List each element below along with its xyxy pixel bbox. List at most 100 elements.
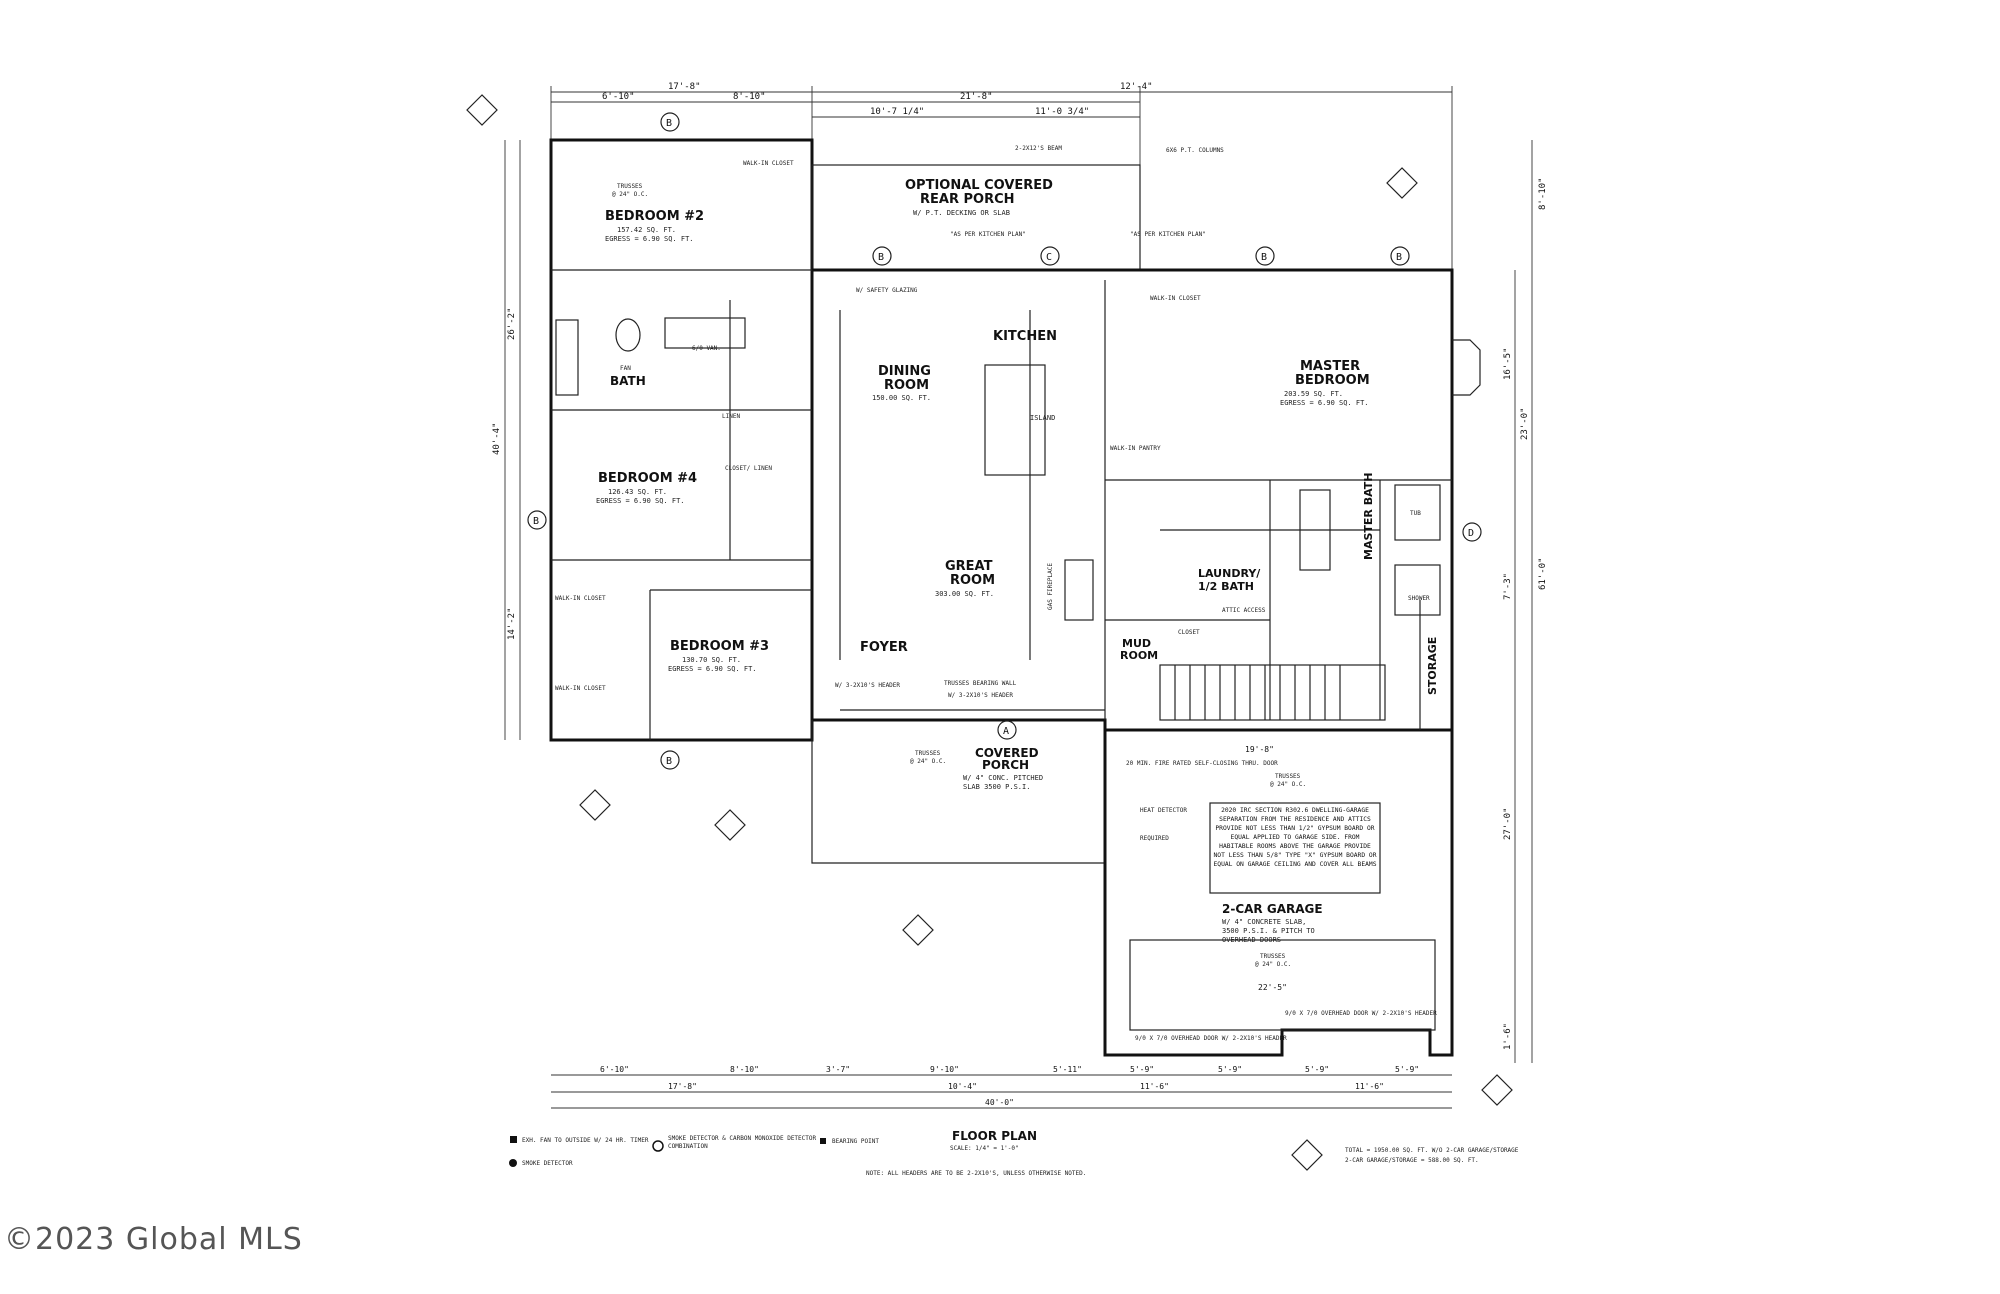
svg-text:B: B [666,756,672,767]
walk-in-closet-b3a: WALK-IN CLOSET [555,595,606,602]
master-tub [1394,484,1441,541]
legend: EXH. FAN TO OUTSIDE W/ 24 HR. TIMER SMOK… [509,1135,879,1167]
dim-bot-3-7: 3'-7" [826,1065,850,1074]
dim-bot-5-9b: 5'-9" [1218,1065,1242,1074]
bedroom2-egress: EGRESS = 6.90 SQ. FT. [605,235,694,243]
dim-right-7-3: 7'-3" [1503,573,1513,600]
bedroom2-name: BEDROOM #2 [605,209,704,224]
covered-porch-name1: COVERED [975,746,1039,760]
elevation-marker-bottom [1291,1139,1323,1171]
shower-label: SHOWER [1408,595,1430,602]
side-dimensions: 26'-2" 40'-4" 14'-2" 8'-10" 16'-5" 23'-0… [492,140,1548,1109]
stairs [1159,664,1386,721]
trusses-oc-porch: @ 24" O.C. [910,758,946,765]
dim-bot-5-9a: 5'-9" [1130,1065,1154,1074]
walk-in-closet-b3b: WALK-IN CLOSET [555,685,606,692]
bath-name: BATH [610,374,646,388]
great-room-name2: ROOM [950,573,995,588]
rear-porch-sub: W/ P.T. DECKING OR SLAB [913,209,1010,217]
legend-combo-symbol [652,1140,664,1152]
dining-area: 150.00 SQ. FT. [872,394,931,402]
section-b-top [660,112,680,132]
svg-text:B: B [533,516,539,527]
laundry-name1: LAUNDRY/ [1198,567,1261,580]
gas-fireplace-label: GAS FIREPLACE [1047,563,1054,610]
van-label: 6/0 VAN. [692,345,721,352]
dim-10-7: 10'-7 1/4" [870,107,924,117]
building-walls [549,138,1481,1057]
beam-label: 2-2X12'S BEAM [1015,145,1062,152]
section-a [997,720,1017,740]
walk-in-closet-b2: WALK-IN CLOSET [743,160,794,167]
overhead-door-left: 9/0 X 7/0 OVERHEAD DOOR W/ 2-2X10'S HEAD… [1135,1035,1287,1042]
svg-text:B: B [666,118,672,129]
bedroom4-egress: EGRESS = 6.90 SQ. FT. [596,497,685,505]
svg-text:B: B [1261,252,1267,263]
mud-room-name2: ROOM [1120,649,1158,662]
dim-bot-9-10: 9'-10" [930,1065,959,1074]
rear-porch-name2: REAR PORCH [920,192,1015,207]
trusses-garage1: TRUSSES [1275,773,1301,780]
garage-sub2: 3500 P.S.I. & PITCH TO [1222,927,1315,935]
plan-scale: SCALE: 1/4" = 1'-0" [950,1145,1019,1152]
covered-porch-name2: PORCH [982,758,1029,772]
elevation-marker-se [1481,1074,1513,1106]
header-3-label: W/ 3-2X10'S HEADER [835,682,900,689]
legend-smoke-text: SMOKE DETECTOR [522,1160,573,1167]
section-markers: B B C B B B D A B [466,94,1513,1171]
dim-bot-10-4: 10'-4" [948,1082,977,1091]
legend-fan-symbol [510,1136,517,1143]
tub-label: TUB [1410,510,1421,517]
garage-sub3: OVERHEAD DOORS [1222,936,1281,944]
heat-detector-label: HEAT DETECTOR [1140,807,1187,814]
legend-bearing-text: BEARING POINT [832,1138,879,1145]
dim-bot-5-11: 5'-11" [1053,1065,1082,1074]
master-bedroom-egress: EGRESS = 6.90 SQ. FT. [1280,399,1369,407]
linen-label: LINEN [722,413,740,420]
dim-top-right: 12'-4" [1120,82,1153,92]
dim-garage-22-5: 22'-5" [1258,983,1287,992]
dim-bot-11-6a: 11'-6" [1140,1082,1169,1091]
dim-right-23-0: 23'-0" [1520,407,1530,440]
svg-text:B: B [878,252,884,263]
plan-title: FLOOR PLAN [952,1129,1037,1143]
room-labels: BEDROOM #2 157.42 SQ. FT. EGRESS = 6.90 … [596,178,1439,944]
trusses-oc-garage2: @ 24" O.C. [1255,961,1291,968]
fire-door-label: 20 MIN. FIRE RATED SELF-CLOSING THRU. DO… [1126,760,1278,767]
section-d [1462,522,1482,542]
elevation-marker-nw [466,94,498,126]
bedroom3-name: BEDROOM #3 [670,639,769,654]
dim-right-8-10: 8'-10" [1538,177,1548,210]
master-shower [1394,564,1441,616]
storage-name: STORAGE [1426,637,1439,695]
master-vanity [1299,489,1331,571]
dim-bot-5-9c: 5'-9" [1305,1065,1329,1074]
svg-text:B: B [1396,252,1402,263]
section-b-porch [872,246,892,266]
plan-total-1: TOTAL = 1950.00 SQ. FT. W/O 2-CAR GARAGE… [1345,1147,1519,1154]
garage-sub1: W/ 4" CONCRETE SLAB, [1222,918,1306,926]
dim-8-10-top: 8'-10" [733,92,766,102]
bedroom3-area: 130.70 SQ. FT. [682,656,741,664]
dining-name2: ROOM [884,378,929,393]
as-per-kitchen-b: "AS PER KITCHEN PLAN" [1130,231,1206,238]
section-b-master [1255,246,1275,266]
dim-top-left: 17'-8" [668,82,701,92]
attic-access-label: ATTIC ACCESS [1222,607,1266,614]
plan-total-2: 2-CAR GARAGE/STORAGE = 588.00 SQ. FT. [1345,1157,1479,1164]
legend-bearing-symbol [820,1138,826,1144]
dim-bot-6-10: 6'-10" [600,1065,629,1074]
dim-left-14-2: 14'-2" [507,607,517,640]
dim-bot-11-6b: 11'-6" [1355,1082,1384,1091]
great-room-name1: GREAT [945,559,993,574]
garage-name: 2-CAR GARAGE [1222,902,1323,916]
trusses-oc-garage1: @ 24" O.C. [1270,781,1306,788]
legend-combo: SMOKE DETECTOR & CARBON MONOXIDE DETECTO… [668,1135,816,1150]
elevation-marker-ne [1386,167,1418,199]
bedroom2-area: 157.42 SQ. FT. [617,226,676,234]
section-b-right [1390,246,1410,266]
great-room-area: 303.00 SQ. FT. [935,590,994,598]
dining-name1: DINING [878,364,931,379]
overhead-door-right: 9/0 X 7/0 OVERHEAD DOOR W/ 2-2X10'S HEAD… [1285,1010,1437,1017]
plan-note: NOTE: ALL HEADERS ARE TO BE 2-2X10'S, UN… [866,1170,1086,1177]
